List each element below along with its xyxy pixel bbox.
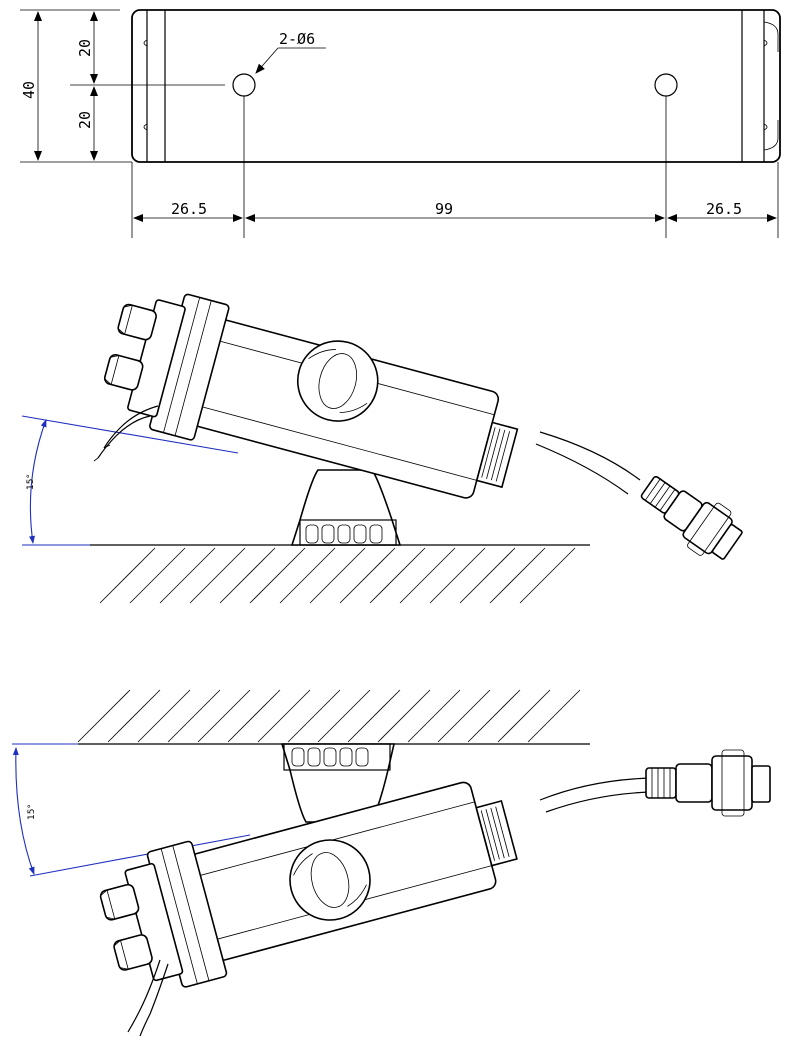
ground-hatch — [90, 545, 590, 603]
sensor-assembly-ceiling — [93, 744, 770, 1036]
hatch-line — [190, 548, 245, 603]
hatch-line — [400, 548, 455, 603]
dim-edge-left: 26.5 — [134, 200, 242, 218]
hatch-line — [370, 548, 425, 603]
side-view-ceiling: 15° — [12, 690, 770, 1036]
hatch-line — [318, 690, 370, 742]
dim-hole-spacing: 99 — [246, 200, 664, 218]
hatch-line — [490, 548, 545, 603]
hatch-line — [378, 690, 430, 742]
dim-half-upper-20: 20 — [76, 12, 94, 83]
hatch-line — [340, 548, 395, 603]
hatch-line — [528, 690, 580, 742]
hatch-line — [498, 690, 550, 742]
hatch-line — [250, 548, 305, 603]
angle-label-floor: 15° — [26, 474, 36, 490]
dim-half-upper-label: 20 — [76, 39, 94, 57]
dim-half-lower-label: 20 — [76, 111, 94, 129]
top-view: 40 20 20 26.5 99 26.5 2-Ø6 — [20, 10, 780, 238]
hatch-line — [310, 548, 365, 603]
hatch-line — [348, 690, 400, 742]
hatch-line — [430, 548, 485, 603]
hatch-line — [280, 548, 335, 603]
bracket-outline — [132, 10, 780, 162]
mounting-hole-right — [655, 74, 677, 96]
hatch-line — [468, 690, 520, 742]
dim-edge-right: 26.5 — [668, 200, 776, 218]
mounting-hole-left — [233, 74, 255, 96]
hatch-line — [160, 548, 215, 603]
dim-edge-right-label: 26.5 — [706, 200, 742, 218]
hatch-line — [198, 690, 250, 742]
hatch-line — [408, 690, 460, 742]
side-view-floor: 15° — [22, 279, 748, 603]
angle-dimension-floor: 15° — [22, 416, 238, 545]
hatch-line — [460, 548, 515, 603]
dim-height-label: 40 — [20, 81, 38, 99]
angle-label-ceiling: 15° — [27, 804, 37, 820]
dim-height-40: 40 — [20, 12, 38, 160]
hatch-line — [220, 548, 275, 603]
dim-edge-left-label: 26.5 — [171, 200, 207, 218]
dim-hole-spacing-label: 99 — [435, 200, 453, 218]
sensor-assembly-floor — [94, 279, 748, 568]
hatch-line — [108, 690, 160, 742]
hatch-line — [130, 548, 185, 603]
hatch-line — [288, 690, 340, 742]
hatch-line — [438, 690, 490, 742]
hatch-line — [100, 548, 155, 603]
hole-callout: 2-Ø6 — [256, 30, 326, 73]
hatch-line — [228, 690, 280, 742]
hatch-line — [520, 548, 575, 603]
dim-half-lower-20: 20 — [76, 87, 94, 160]
hatch-line — [78, 690, 130, 742]
ceiling-hatch — [78, 690, 590, 744]
hatch-line — [258, 690, 310, 742]
hatch-line — [138, 690, 190, 742]
hatch-line — [168, 690, 220, 742]
hole-callout-label: 2-Ø6 — [279, 30, 315, 48]
